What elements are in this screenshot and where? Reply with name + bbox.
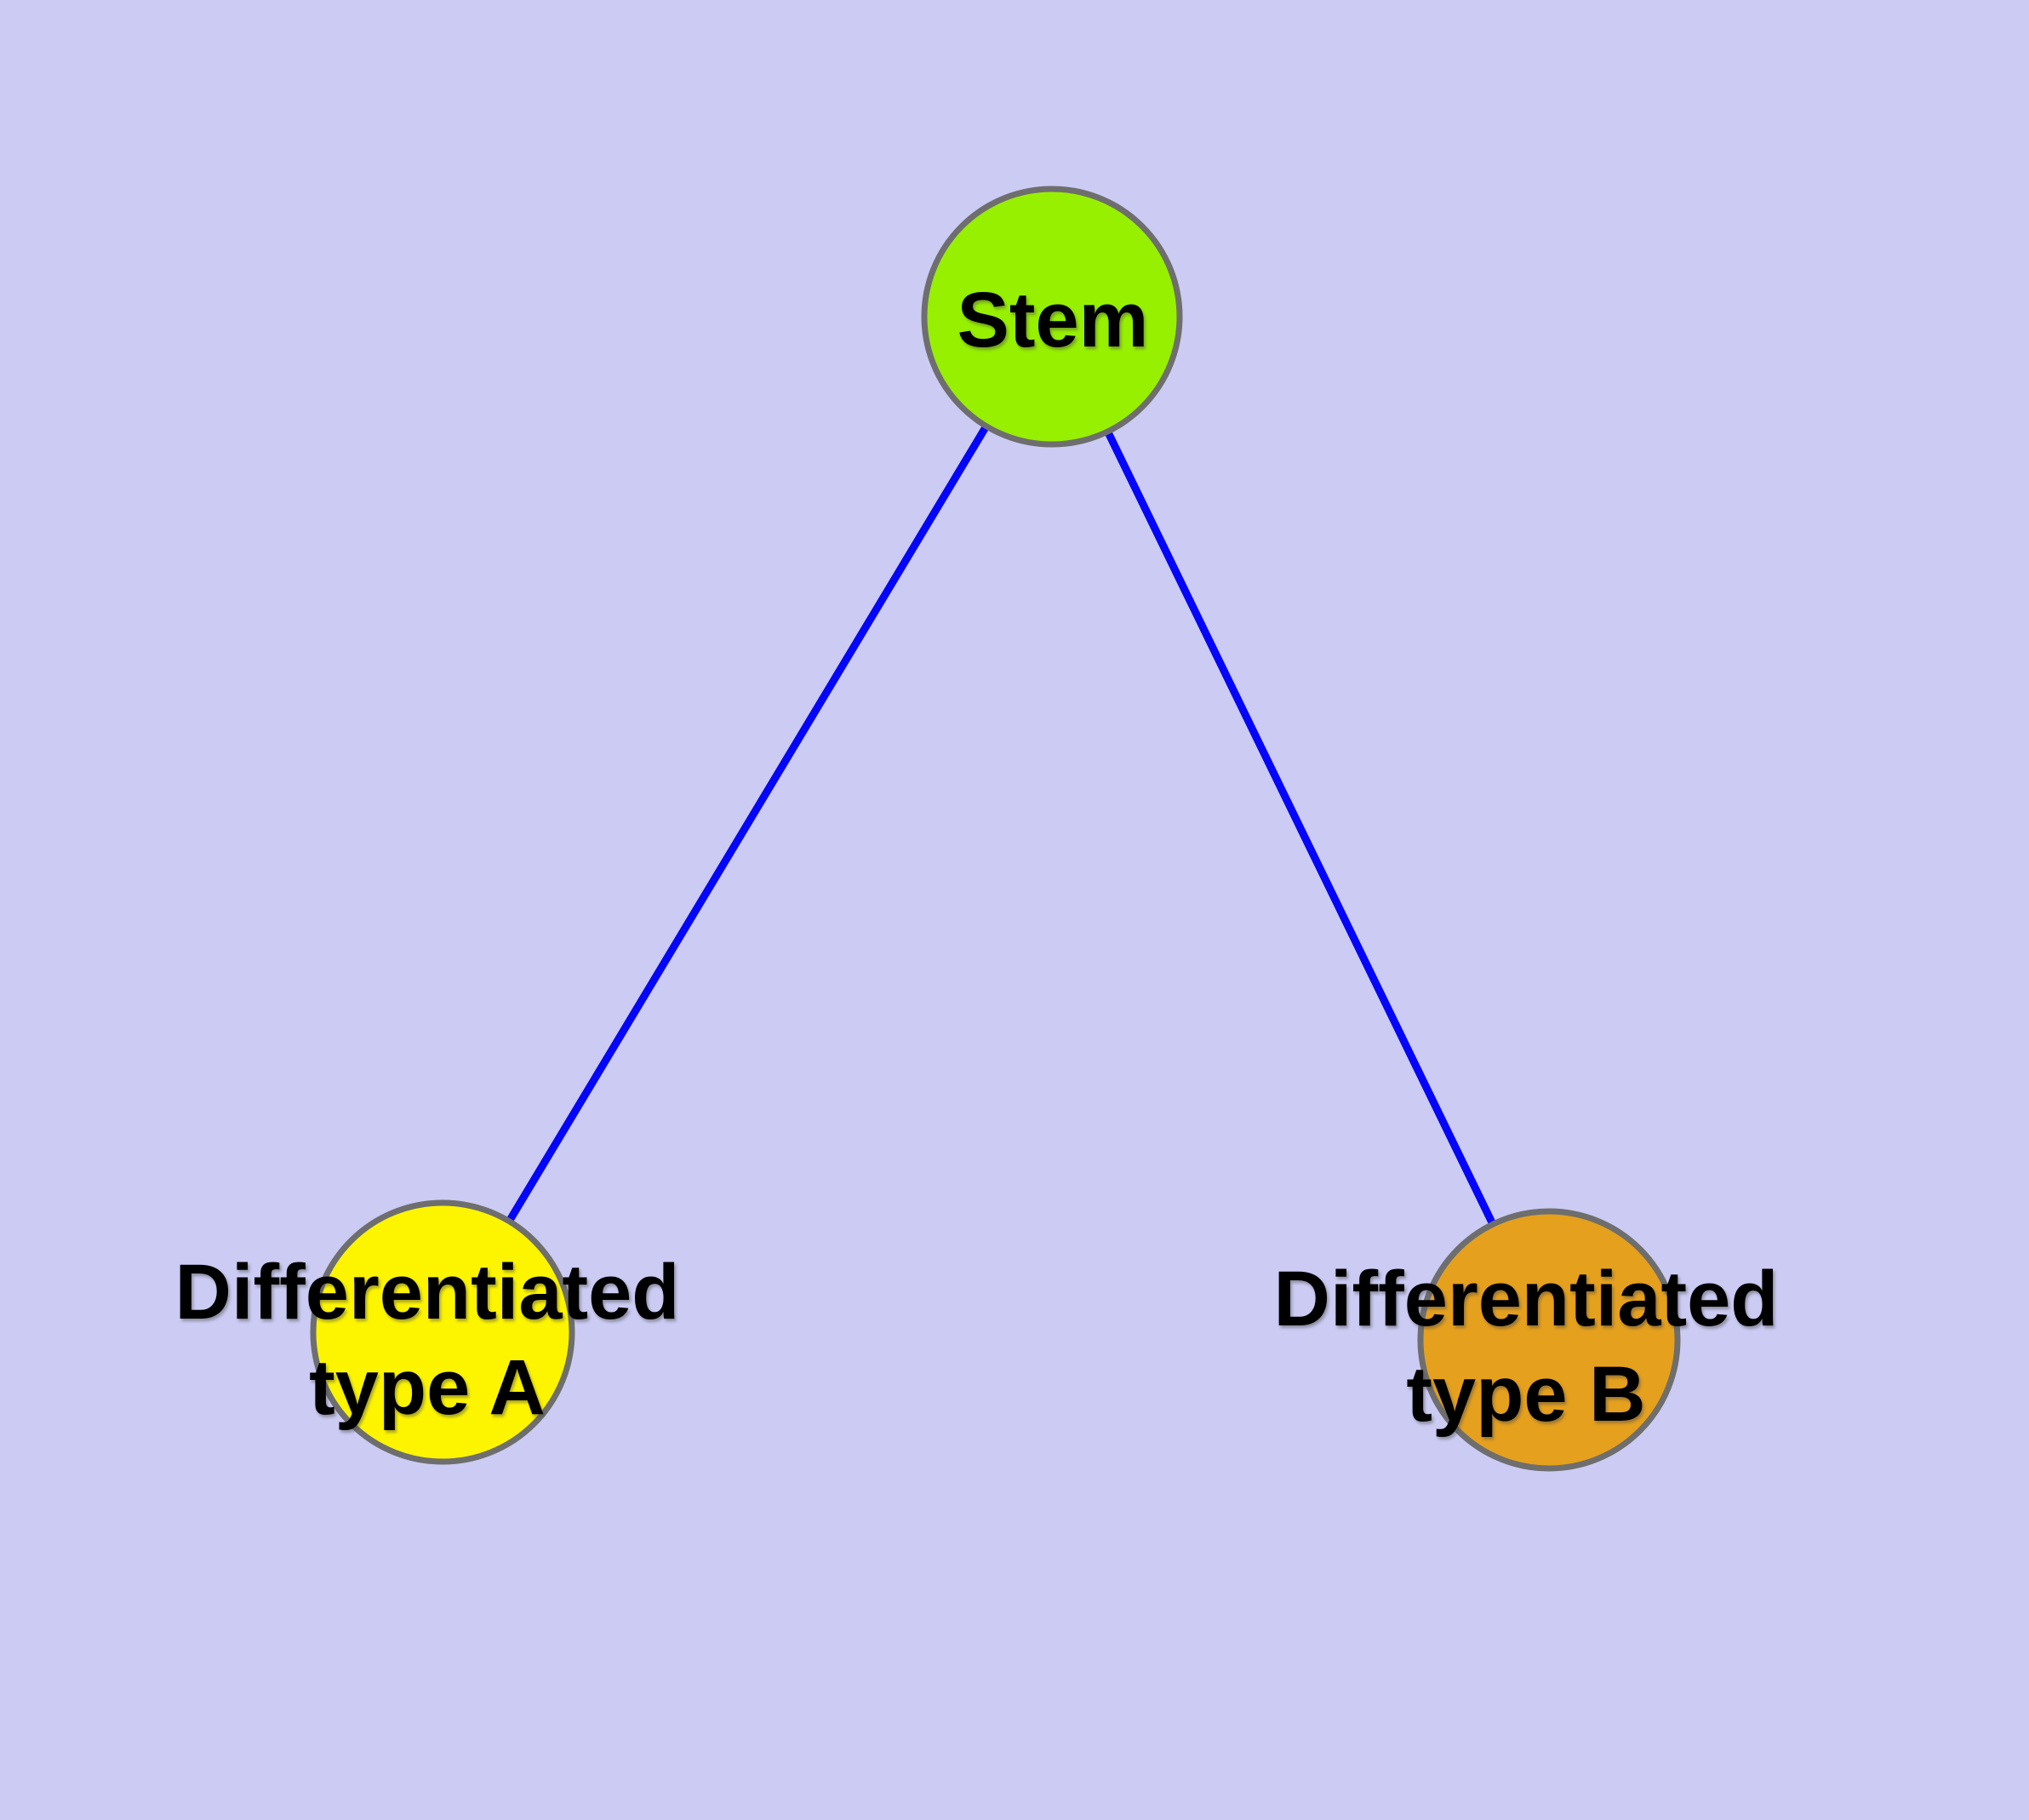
node-stem-label: Stem <box>957 277 1149 363</box>
edge-stem-to-type-b <box>1048 315 1553 1342</box>
node-type-a-label-line1: Differentiated <box>175 1249 680 1336</box>
node-type-b-label-line1: Differentiated <box>1274 1256 1779 1342</box>
node-type-a-circle <box>310 1199 575 1465</box>
node-type-b-circle <box>1417 1208 1681 1472</box>
node-type-a-label-line2: type A <box>309 1344 546 1431</box>
node-stem-circle <box>921 186 1183 448</box>
edge-stem-to-type-a <box>439 314 1055 1335</box>
node-type-b-label-line2: type B <box>1406 1351 1645 1438</box>
